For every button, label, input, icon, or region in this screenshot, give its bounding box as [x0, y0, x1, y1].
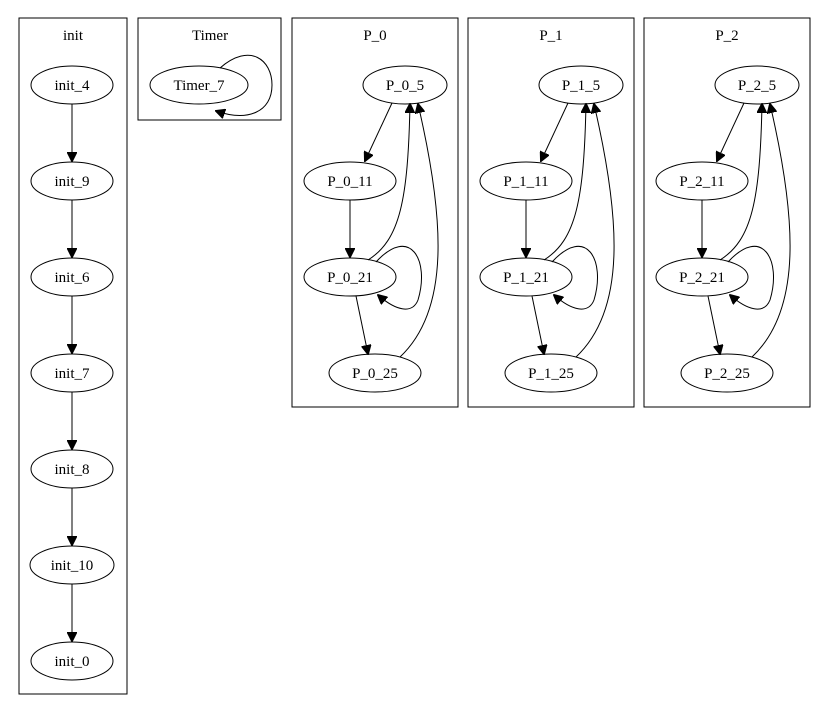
node-p0-25[interactable]: P_0_25: [328, 353, 422, 393]
node-label: init_0: [54, 654, 89, 670]
node-p1-5[interactable]: P_1_5: [538, 65, 624, 105]
node-label: P_0_25: [352, 366, 398, 382]
node-p0-21[interactable]: P_0_21: [303, 257, 397, 297]
node-label: P_0_11: [327, 174, 372, 190]
node-label: init_8: [54, 462, 89, 478]
edge-p1-21-self-loop: [551, 246, 598, 310]
cluster-p2-box: [643, 17, 811, 408]
node-label: P_2_25: [704, 366, 750, 382]
node-label: P_2_21: [679, 270, 725, 286]
cluster-timer: Timer Timer_7: [137, 17, 282, 121]
node-label: init_6: [54, 270, 90, 286]
node-label: init_9: [54, 174, 89, 190]
cluster-init-label: init: [63, 28, 84, 44]
edge-p2-21-p2-5: [719, 104, 762, 261]
cluster-timer-label: Timer: [192, 28, 228, 44]
cluster-p0-label: P_0: [363, 28, 386, 44]
cluster-p1-label: P_1: [539, 28, 562, 44]
edge-p0-21-p0-25: [355, 295, 368, 354]
node-timer-7[interactable]: Timer_7: [149, 65, 249, 105]
edge-p2-25-p2-5: [751, 104, 791, 358]
cluster-p1: P_1 P_1_5 P_1_11 P_1_21 P_1_25: [467, 17, 635, 408]
node-label: P_1_25: [528, 366, 574, 382]
cluster-p1-box: [467, 17, 635, 408]
node-init-6[interactable]: init_6: [30, 257, 114, 297]
node-init-4[interactable]: init_4: [30, 65, 114, 105]
cluster-p0-box: [291, 17, 459, 408]
node-p0-11[interactable]: P_0_11: [303, 161, 397, 201]
node-p2-5[interactable]: P_2_5: [714, 65, 800, 105]
edge-p1-21-p1-5: [543, 104, 586, 261]
node-init-0[interactable]: init_0: [30, 641, 114, 681]
edge-p2-5-p2-11: [717, 102, 745, 161]
edge-p0-25-p0-5: [399, 104, 439, 358]
node-p2-11[interactable]: P_2_11: [655, 161, 749, 201]
node-label: P_2_5: [738, 78, 776, 94]
cluster-p0: P_0 P_0_5 P_0_11 P_0_21 P_0_25: [291, 17, 459, 408]
edge-timer-7-self-loop: [216, 54, 273, 115]
node-label: P_0_21: [327, 270, 373, 286]
edge-p0-21-self-loop: [375, 246, 422, 310]
cluster-timer-box: [137, 17, 282, 121]
edge-p2-21-self-loop: [727, 246, 774, 310]
node-p2-25[interactable]: P_2_25: [680, 353, 774, 393]
node-label: init_7: [54, 366, 90, 382]
cluster-init-box: [18, 17, 128, 695]
edge-p1-25-p1-5: [575, 104, 615, 358]
node-p1-25[interactable]: P_1_25: [504, 353, 598, 393]
edge-p1-21-p1-25: [531, 295, 544, 354]
edge-p0-5-p0-11: [365, 102, 393, 161]
node-label: P_1_5: [562, 78, 600, 94]
node-label: init_4: [54, 78, 90, 94]
node-label: P_0_5: [386, 78, 424, 94]
node-p1-11[interactable]: P_1_11: [479, 161, 573, 201]
node-init-8[interactable]: init_8: [30, 449, 114, 489]
node-init-9[interactable]: init_9: [30, 161, 114, 201]
node-label: P_2_11: [679, 174, 724, 190]
node-label: Timer_7: [173, 78, 225, 94]
node-init-10[interactable]: init_10: [29, 545, 115, 585]
node-label: P_1_21: [503, 270, 549, 286]
edge-p1-5-p1-11: [541, 102, 569, 161]
cluster-p2: P_2 P_2_5 P_2_11 P_2_21 P_2_25: [643, 17, 811, 408]
node-label: init_10: [51, 558, 94, 574]
node-label: P_1_11: [503, 174, 548, 190]
edge-p0-21-p0-5: [367, 104, 410, 261]
node-p1-21[interactable]: P_1_21: [479, 257, 573, 297]
node-p0-5[interactable]: P_0_5: [362, 65, 448, 105]
edge-p2-21-p2-25: [707, 295, 720, 354]
cluster-init: init init_4 init_9 init_6 init_7 init_8 …: [18, 17, 128, 695]
cluster-p2-label: P_2: [715, 28, 738, 44]
node-p2-21[interactable]: P_2_21: [655, 257, 749, 297]
node-init-7[interactable]: init_7: [30, 353, 114, 393]
